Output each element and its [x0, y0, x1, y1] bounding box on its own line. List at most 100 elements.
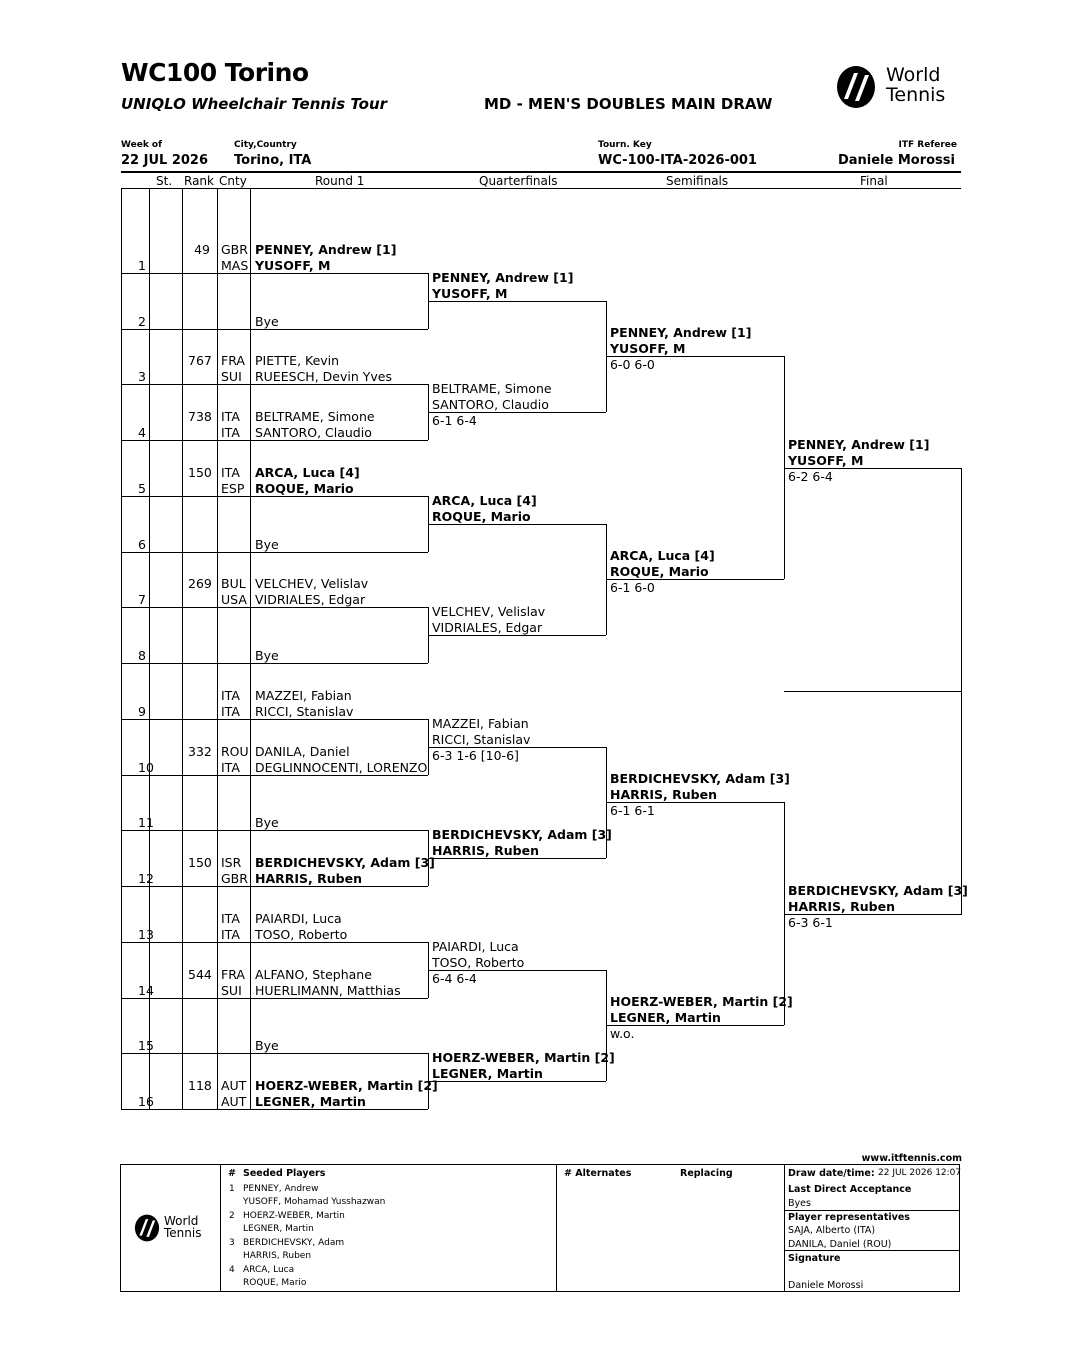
footer-divider [784, 1164, 785, 1292]
page-title: WC100 Torino [121, 58, 309, 87]
sf-score: 6-0 6-0 [610, 357, 655, 372]
footer-divider [220, 1164, 221, 1292]
rank: 150 [188, 465, 212, 480]
country-2: ITA [221, 927, 240, 942]
sf-connector [784, 802, 785, 1025]
player-1: ARCA, Luca [4] [255, 465, 360, 480]
sf-score: w.o. [610, 1026, 635, 1041]
country-1: ISR [221, 855, 242, 870]
player-1: BELTRAME, Simone [255, 409, 375, 424]
player-1: PENNEY, Andrew [1] [255, 242, 397, 257]
sf-connector [784, 356, 785, 579]
country-1: FRA [221, 353, 245, 368]
website-link[interactable]: www.itftennis.com [861, 1153, 962, 1164]
player-1: HOERZ-WEBER, Martin [2] [255, 1078, 438, 1093]
final-player-2: YUSOFF, M [788, 453, 864, 468]
lda-value: Byes [788, 1198, 811, 1209]
tour-name: UNIQLO Wheelchair Tennis Tour [121, 95, 388, 113]
country-2: ESP [221, 481, 245, 496]
rank: 738 [188, 409, 212, 424]
logo-text-tennis: Tennis [164, 1226, 202, 1240]
world-tennis-logo-icon [837, 66, 875, 108]
qf-score: 6-4 6-4 [432, 971, 477, 986]
qf-player-2: SANTORO, Claudio [432, 397, 549, 412]
player-2: SANTORO, Claudio [255, 425, 372, 440]
footer-logo: World Tennis [134, 1214, 204, 1242]
player-1: ALFANO, Stephane [255, 967, 372, 982]
line-number: 11 [138, 815, 154, 830]
player-1: PAIARDI, Luca [255, 911, 342, 926]
r1-line [121, 496, 428, 497]
qf-line [428, 970, 606, 971]
player-rep-2: DANILA, Daniel (ROU) [788, 1239, 892, 1250]
seeded-players-header: Seeded Players [243, 1168, 326, 1179]
player-2: Bye [255, 537, 279, 552]
seed-player-1: BERDICHEVSKY, Adam [243, 1238, 345, 1248]
final-line [784, 914, 962, 915]
grid-column-line [217, 188, 218, 1109]
draw-type: MD - MEN'S DOUBLES MAIN DRAW [484, 95, 773, 113]
final-player-2: HARRIS, Ruben [788, 899, 895, 914]
r1-line [121, 775, 428, 776]
seed-player-2: YUSOFF, Mohamad Yusshazwan [243, 1197, 386, 1207]
final-line [784, 468, 962, 469]
qf-player-1: PENNEY, Andrew [1] [432, 270, 574, 285]
seed-player-2: HARRIS, Ruben [243, 1251, 312, 1261]
sf-player-2: ROQUE, Mario [610, 564, 709, 579]
qf-line [428, 1081, 606, 1082]
line-number: 8 [138, 648, 146, 663]
player-2: Bye [255, 815, 279, 830]
r1-line [121, 329, 428, 330]
line-number: 10 [138, 760, 154, 775]
line-number: 16 [138, 1094, 154, 1109]
footer-divider [784, 1250, 960, 1251]
sf-player-1: PENNEY, Andrew [1] [610, 325, 752, 340]
draw-date-label: Draw date/time: [788, 1168, 875, 1179]
r1-line [121, 998, 428, 999]
col-rank: Rank [184, 174, 214, 188]
qf-player-1: VELCHEV, Velislav [432, 604, 546, 619]
player-2: Bye [255, 648, 279, 663]
r1-line [121, 663, 428, 664]
line-number: 2 [138, 314, 146, 329]
city-value: Torino, ITA [234, 153, 312, 168]
country-2: USA [221, 592, 247, 607]
r1-line [121, 942, 428, 943]
r1-line [121, 273, 428, 274]
qf-player-1: MAZZEI, Fabian [432, 716, 529, 731]
final-player-1: BERDICHEVSKY, Adam [3] [788, 883, 968, 898]
r1-line [121, 440, 428, 441]
player-2: HUERLIMANN, Matthias [255, 983, 401, 998]
rank: 332 [188, 744, 212, 759]
country-1: ROU [221, 744, 249, 759]
country-2: ITA [221, 425, 240, 440]
line-number: 1 [138, 258, 146, 273]
qf-score: 6-1 6-4 [432, 413, 477, 428]
r1-line [121, 886, 428, 887]
line-number: 13 [138, 927, 154, 942]
country-2: SUI [221, 983, 242, 998]
rank: 118 [188, 1078, 212, 1093]
logo-text-tennis: Tennis [886, 84, 946, 106]
champion-line [784, 691, 962, 692]
tourn-key-label: Tourn. Key [598, 140, 652, 150]
player-2: YUSOFF, M [255, 258, 331, 273]
lda-label: Last Direct Acceptance [788, 1184, 912, 1195]
sf-line [606, 579, 784, 580]
column-header-divider [121, 188, 961, 189]
world-tennis-logo: World Tennis [836, 63, 966, 111]
line-number: 3 [138, 369, 146, 384]
col-final: Final [860, 174, 888, 188]
signature-value: Daniele Morossi [788, 1280, 864, 1291]
country-1: ITA [221, 465, 240, 480]
sf-score: 6-1 6-0 [610, 580, 655, 595]
rank: 767 [188, 353, 212, 368]
draw-date-value: 22 JUL 2026 12:07 [878, 1168, 962, 1178]
seed-number: 4 [229, 1265, 235, 1275]
r1-line [121, 1109, 428, 1110]
sf-score: 6-1 6-1 [610, 803, 655, 818]
grid-column-line [250, 188, 251, 1109]
sf-line [606, 356, 784, 357]
footer-divider [556, 1164, 557, 1292]
logo-text-world: World [164, 1214, 199, 1228]
